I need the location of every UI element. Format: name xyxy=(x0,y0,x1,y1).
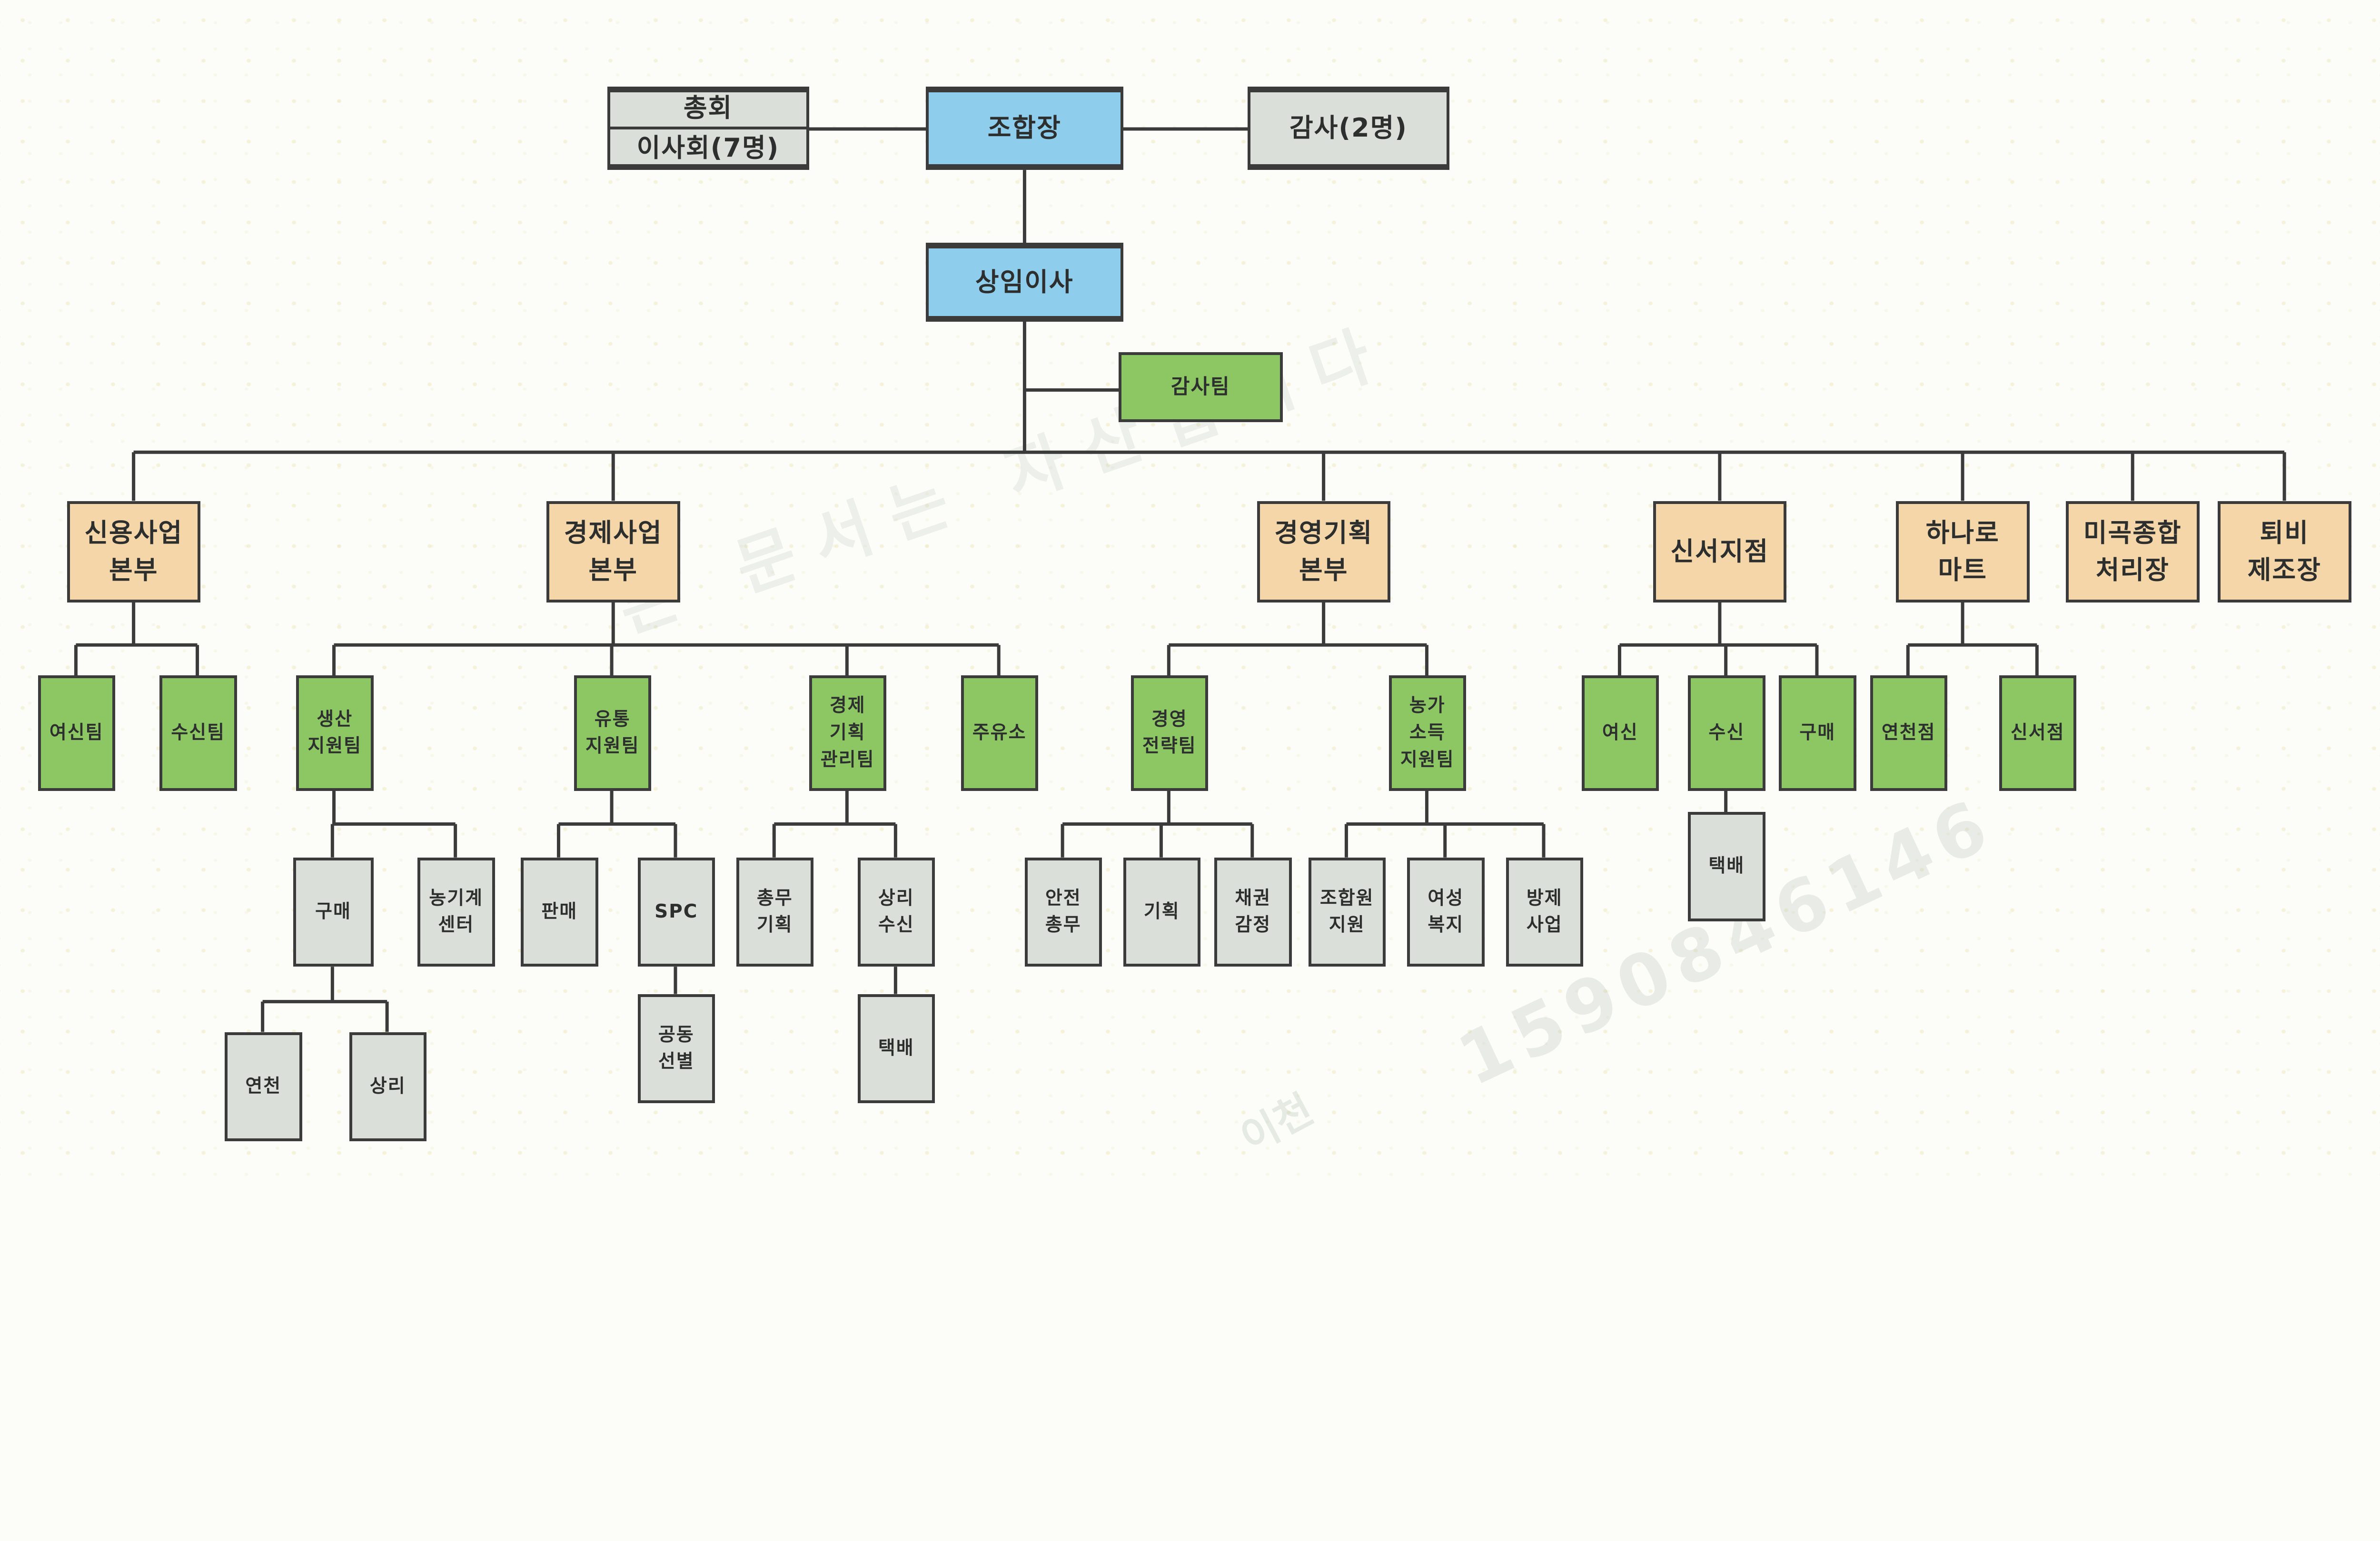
org-node-yeoncheon: 연천 xyxy=(225,1032,302,1141)
org-node-economy-planning-mgmt: 경제 기획 관리팀 xyxy=(809,675,886,791)
org-node-parcel-sangri: 택배 xyxy=(857,994,935,1103)
org-node-bond-appraisal: 채권 감정 xyxy=(1214,857,1292,967)
org-node-deposits: 수신 xyxy=(1688,675,1765,791)
org-node-pest-control: 방제 사업 xyxy=(1506,857,1583,967)
org-node-planning: 기획 xyxy=(1123,857,1200,967)
org-node-rice-processing: 미곡종합 처리장 xyxy=(2066,501,2200,603)
org-node-general-affairs-planning: 총무 기획 xyxy=(736,857,813,967)
org-node-sinseo-branch: 신서지점 xyxy=(1653,501,1786,603)
org-node-sinseo-store: 신서점 xyxy=(1999,675,2076,791)
org-node-mgmt-strategy: 경영 전략팀 xyxy=(1130,675,1208,791)
org-node-hanaro-mart: 하나로 마트 xyxy=(1896,501,2030,603)
org-node-auditors: 감사(2명) xyxy=(1248,86,1449,170)
org-node-sangri: 상리 xyxy=(349,1032,426,1141)
org-node-agri-machinery-center: 농기계 센터 xyxy=(417,857,495,967)
org-node-chairman: 조합장 xyxy=(926,86,1123,170)
org-node-parcel-sinseo: 택배 xyxy=(1688,812,1765,921)
org-node-audit-team: 감사팀 xyxy=(1119,352,1283,422)
org-node-purchase-sinseo: 구매 xyxy=(1779,675,1856,791)
org-node-assembly-board: 총회 이사회(7명) xyxy=(607,86,809,170)
org-node-yeoncheon-store: 연천점 xyxy=(1870,675,1947,791)
org-node-compost-plant: 퇴비 제조장 xyxy=(2218,501,2351,603)
org-node-sales: 판매 xyxy=(521,857,598,967)
org-node-economy-hq: 경제사업 본부 xyxy=(546,501,680,603)
org-node-production-support: 생산 지원팀 xyxy=(296,675,374,791)
org-node-joint-sorting: 공동 선별 xyxy=(637,994,715,1103)
org-node-executive-director: 상임이사 xyxy=(926,243,1123,322)
org-node-farm-income-support: 농가 소득 지원팀 xyxy=(1388,675,1466,791)
org-node-gas-station: 주유소 xyxy=(961,675,1038,791)
org-node-board: 이사회(7명) xyxy=(610,127,806,167)
org-node-deposits-team: 수신팀 xyxy=(159,675,237,791)
org-node-planning-hq: 경영기획 본부 xyxy=(1257,501,1390,603)
org-node-loans-team: 여신팀 xyxy=(38,675,115,791)
org-chart: 본 문서는 자산입니다 1590846146 이천 총회 이사회(7명) 조합장… xyxy=(0,0,2380,1190)
org-node-purchase: 구매 xyxy=(293,857,374,967)
org-node-womens-welfare: 여성 복지 xyxy=(1407,857,1485,967)
org-node-credit-hq: 신용사업 본부 xyxy=(67,501,200,603)
org-node-safety-general: 안전 총무 xyxy=(1024,857,1102,967)
org-node-spc: SPC xyxy=(637,857,715,967)
org-node-assembly: 총회 xyxy=(683,92,733,123)
org-node-member-support: 조합원 지원 xyxy=(1308,857,1386,967)
org-node-distribution-support: 유통 지원팀 xyxy=(574,675,651,791)
connector-lines xyxy=(74,127,2286,1032)
org-node-sangri-deposits: 상리 수신 xyxy=(857,857,935,967)
org-node-loans: 여신 xyxy=(1581,675,1659,791)
